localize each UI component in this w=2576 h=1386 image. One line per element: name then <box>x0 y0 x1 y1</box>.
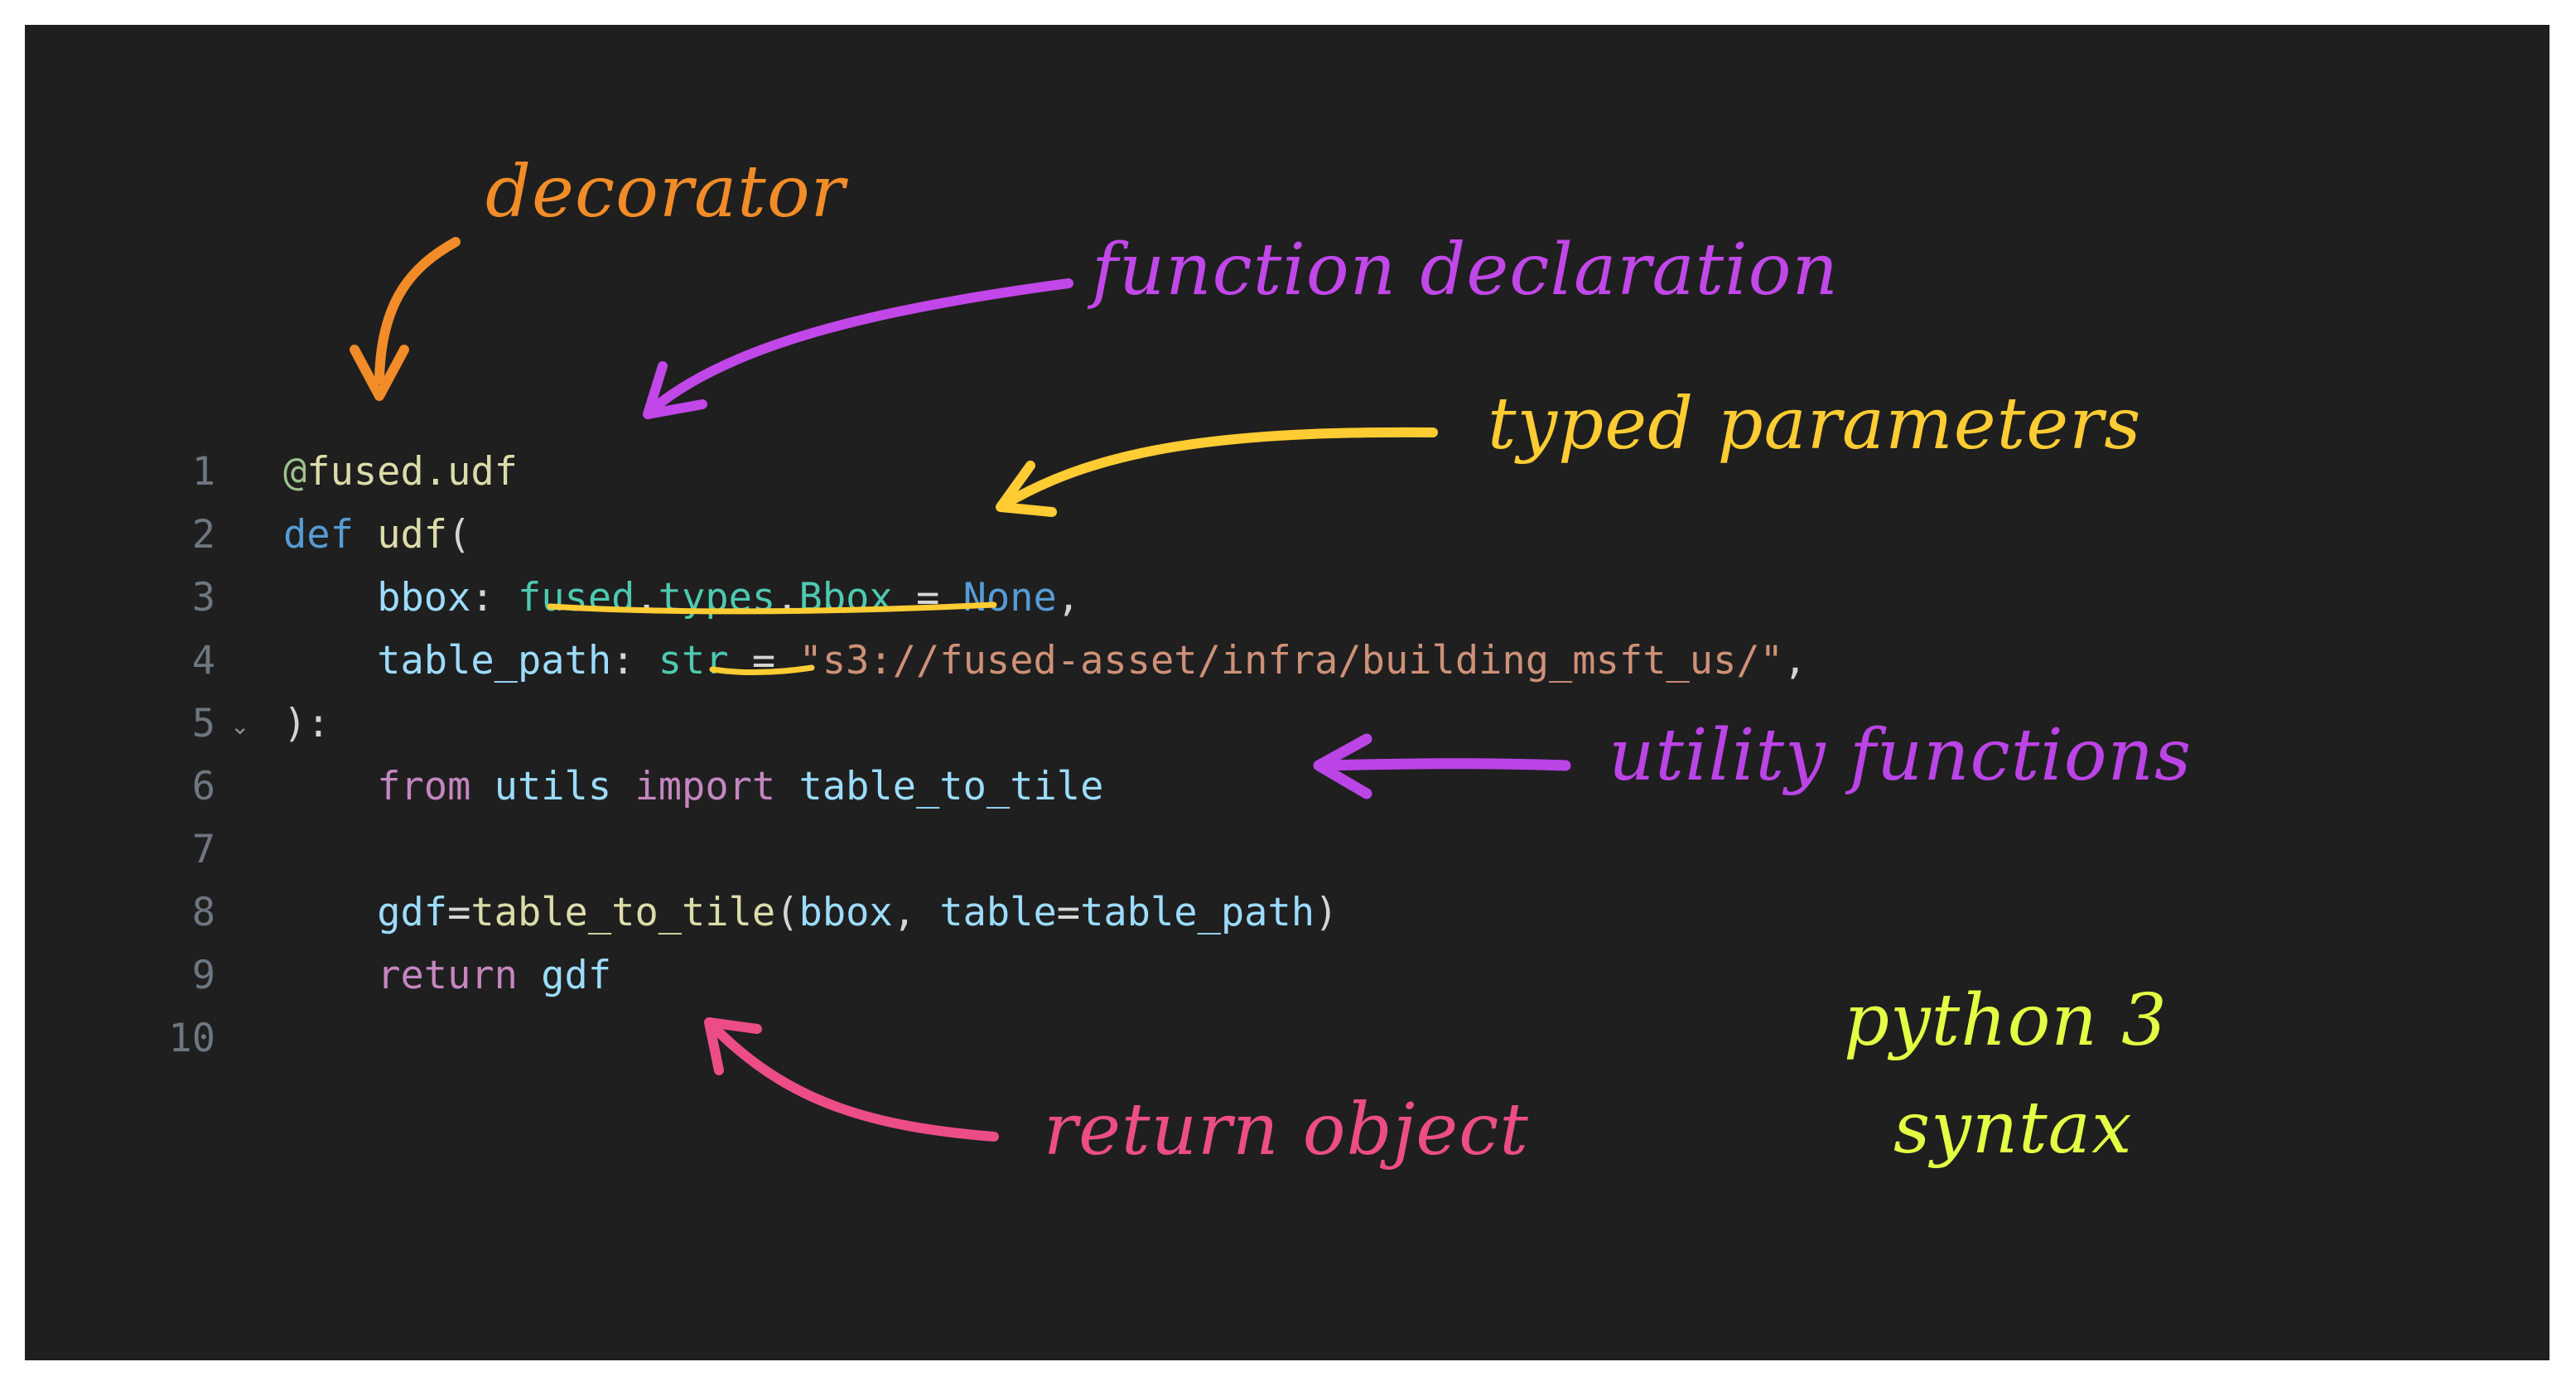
code-token: table_to_tile <box>798 764 1104 809</box>
line-number: 5 <box>191 701 215 746</box>
function-declaration-arrow-icon <box>649 278 1073 413</box>
line-number: 3 <box>191 575 215 621</box>
code-token: @ <box>283 449 307 495</box>
utility-functions-arrow-icon <box>1316 758 1571 771</box>
line-number: 7 <box>191 827 215 872</box>
code-token: ) <box>1315 890 1339 935</box>
code-token: ( <box>447 512 471 558</box>
decorator-arrow-icon <box>374 237 461 384</box>
typed-parameters-arrowhead-icon <box>996 461 1057 517</box>
annotation-python-syntax: syntax <box>1893 1087 2133 1170</box>
return-object-arrow-icon <box>707 1021 999 1142</box>
line-number: 10 <box>168 1016 215 1061</box>
code-token: def <box>283 512 378 558</box>
line-number-gutter: 1 2 3 4 5 6 7 8 9 10 ⌄ <box>25 25 273 1360</box>
annotation-decorator: decorator <box>485 151 846 234</box>
code-token: udf <box>377 512 448 558</box>
code-token: import <box>634 764 799 809</box>
code-line[interactable]: from utils import table_to_tile <box>283 756 1103 819</box>
code-token: table_path <box>377 638 612 683</box>
code-token: str <box>658 638 729 683</box>
code-token: bbox <box>377 575 471 621</box>
code-line[interactable]: ): <box>283 693 330 756</box>
decorator-arrowhead-icon <box>350 345 409 401</box>
code-token: table_path <box>1080 890 1315 935</box>
code-line[interactable]: table_path: str = "s3://fused-asset/infr… <box>283 630 1807 693</box>
code-token: , <box>1782 638 1807 683</box>
code-token: : <box>470 575 518 621</box>
line-number: 9 <box>191 953 215 998</box>
annotation-typed-parameters: typed parameters <box>1488 383 2142 466</box>
line-number: 8 <box>191 890 215 935</box>
code-token: utils <box>494 764 635 809</box>
annotation-return-object: return object <box>1044 1089 1529 1171</box>
code-token: table <box>939 890 1057 935</box>
code-token: = <box>1056 890 1081 935</box>
typed-parameter-underline <box>709 664 815 676</box>
typed-parameters-arrow-icon <box>1001 427 1438 509</box>
code-line[interactable]: return gdf <box>283 944 611 1007</box>
code-token: bbox <box>798 890 893 935</box>
line-number: 1 <box>191 449 215 495</box>
code-token: gdf <box>377 890 448 935</box>
code-token: : <box>611 638 658 683</box>
line-number: 2 <box>191 512 215 558</box>
code-token: ): <box>283 701 330 746</box>
code-token: , <box>1056 575 1081 621</box>
code-token: , <box>892 890 940 935</box>
annotation-python-version: python 3 <box>1844 979 2168 1062</box>
annotation-function-declaration: function declaration <box>1092 229 1839 311</box>
chevron-down-icon[interactable]: ⌄ <box>230 712 250 740</box>
line-number: 6 <box>191 764 215 809</box>
function-declaration-arrowhead-icon <box>643 361 707 419</box>
annotation-arrows <box>350 237 1571 1142</box>
code-token: None <box>962 575 1057 621</box>
utility-functions-arrowhead-icon <box>1313 733 1372 799</box>
code-token: ( <box>775 890 799 935</box>
typed-parameter-underline <box>547 601 997 615</box>
return-object-arrowhead-icon <box>704 1017 762 1075</box>
code-token: fused <box>517 575 635 621</box>
code-token: from <box>377 764 494 809</box>
code-token: fused.udf <box>306 449 518 495</box>
code-token: return <box>377 953 542 998</box>
code-line[interactable]: def udf( <box>283 504 470 567</box>
code-token: gdf <box>541 953 612 998</box>
annotation-utility-functions: utility functions <box>1609 714 2192 797</box>
code-line[interactable]: gdf=table_to_tile(bbox, table=table_path… <box>283 881 1338 944</box>
code-token: = <box>728 638 799 683</box>
code-token: = <box>892 575 963 621</box>
code-token: "s3://fused-asset/infra/building_msft_us… <box>798 638 1783 683</box>
code-token: = <box>447 890 471 935</box>
code-line[interactable]: @fused.udf <box>283 441 518 504</box>
line-number: 4 <box>191 638 215 683</box>
code-token: table_to_tile <box>470 890 776 935</box>
